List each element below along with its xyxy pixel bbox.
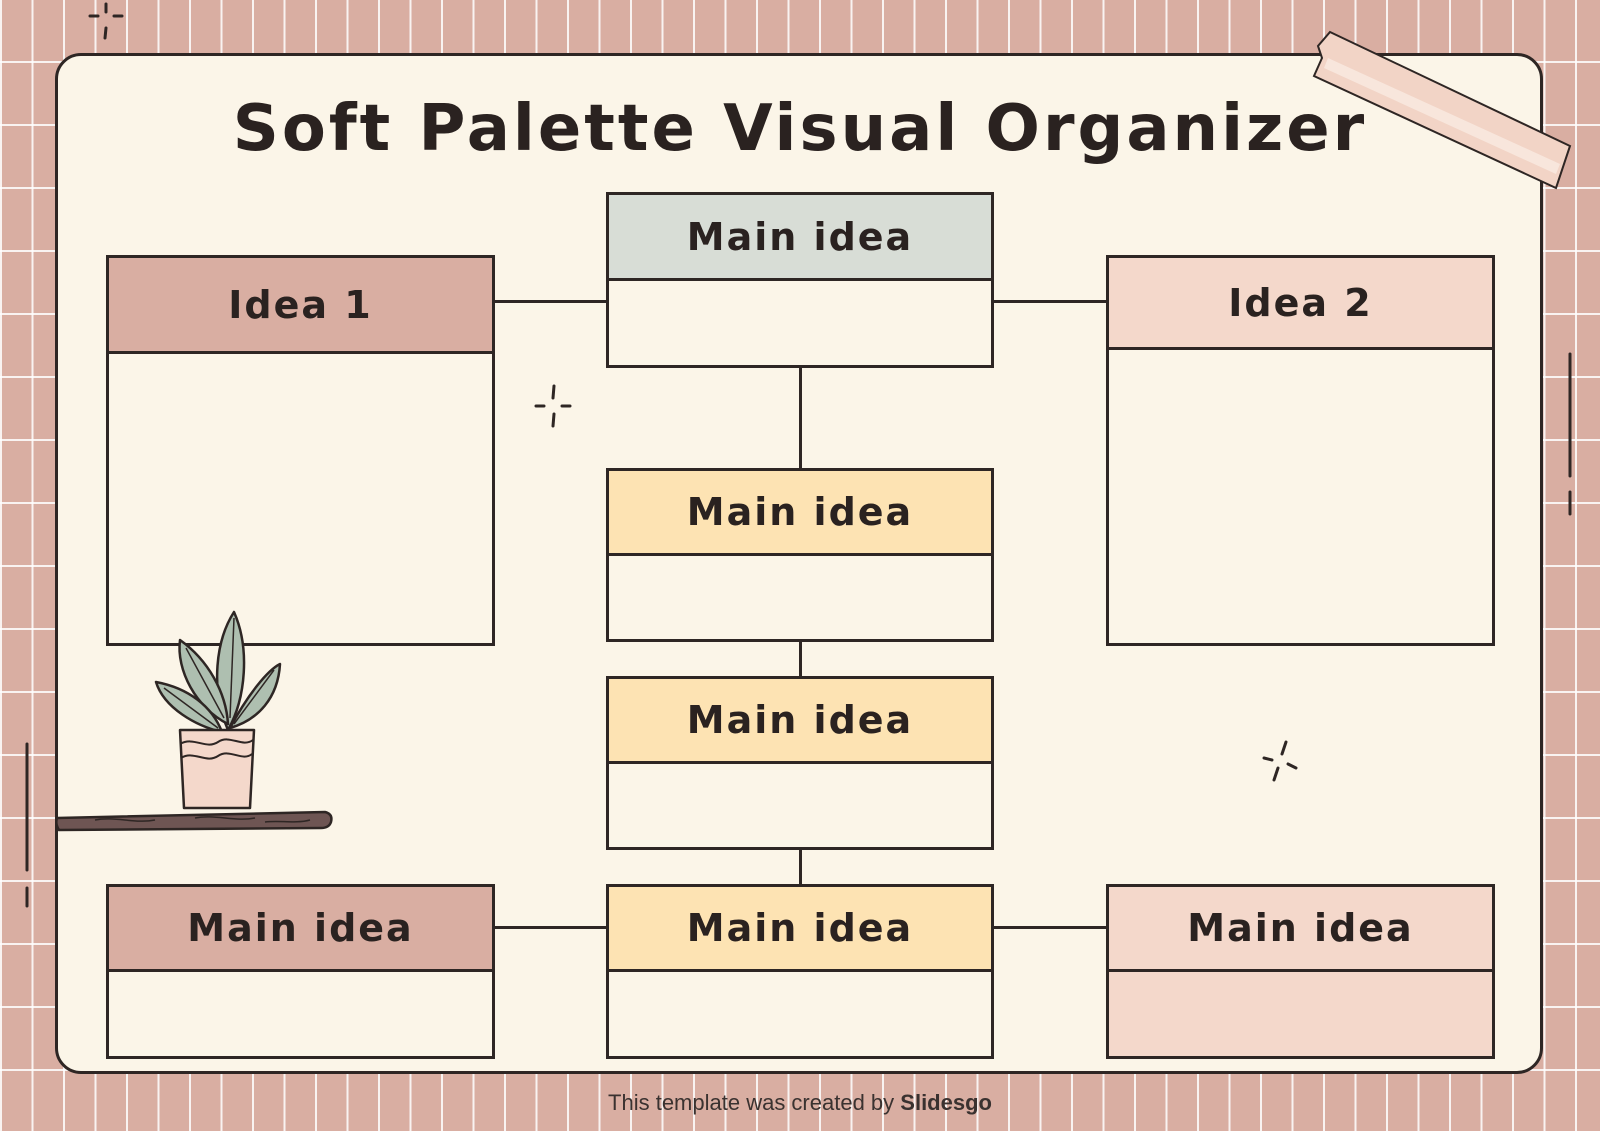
dash-mark-icon	[25, 742, 29, 908]
main-idea-label: Main idea	[1187, 906, 1414, 950]
connector	[799, 640, 802, 678]
dash-mark-icon	[1568, 352, 1572, 516]
main-idea-header: Main idea	[609, 679, 991, 764]
plant-icon	[154, 610, 282, 810]
main-idea-label: Main idea	[686, 214, 914, 259]
main-idea-box-bottom-right: Main idea	[1106, 884, 1495, 1059]
main-idea-header: Main idea	[109, 887, 492, 972]
idea-1-header: Idea 1	[109, 258, 492, 354]
footer-brand-link[interactable]: Slidesgo	[900, 1090, 992, 1115]
sparkle-icon	[534, 384, 572, 428]
main-idea-label: Main idea	[686, 698, 914, 742]
main-idea-box-mid-2: Main idea	[606, 676, 994, 850]
main-idea-box-top: Main idea	[606, 192, 994, 368]
connector	[799, 848, 802, 886]
main-idea-header: Main idea	[609, 195, 991, 281]
sparkle-icon	[88, 2, 124, 40]
idea-2-label: Idea 2	[1228, 280, 1373, 325]
main-idea-box-bottom-center: Main idea	[606, 884, 994, 1059]
connector	[492, 926, 608, 929]
sparkle-icon	[1262, 740, 1298, 782]
tape-icon	[1312, 30, 1572, 190]
idea-2-box: Idea 2	[1106, 255, 1495, 646]
idea-1-box: Idea 1	[106, 255, 495, 646]
connector	[991, 926, 1107, 929]
main-idea-label: Main idea	[686, 490, 914, 534]
connector	[991, 300, 1107, 303]
footer-credit: This template was created by Slidesgo	[0, 1090, 1600, 1116]
footer-prefix: This template was created by	[608, 1090, 901, 1115]
main-idea-box-mid-1: Main idea	[606, 468, 994, 642]
page-title: Soft Palette Visual Organizer	[232, 92, 1368, 166]
main-idea-header: Main idea	[609, 471, 991, 556]
idea-2-header: Idea 2	[1109, 258, 1492, 350]
shelf-icon	[55, 810, 333, 832]
main-idea-label: Main idea	[686, 906, 914, 950]
idea-1-label: Idea 1	[228, 282, 373, 327]
connector	[799, 366, 802, 470]
main-idea-box-bottom-left: Main idea	[106, 884, 495, 1059]
main-idea-label: Main idea	[187, 906, 414, 950]
main-idea-header: Main idea	[1109, 887, 1492, 972]
main-idea-header: Main idea	[609, 887, 991, 972]
connector	[492, 300, 608, 303]
